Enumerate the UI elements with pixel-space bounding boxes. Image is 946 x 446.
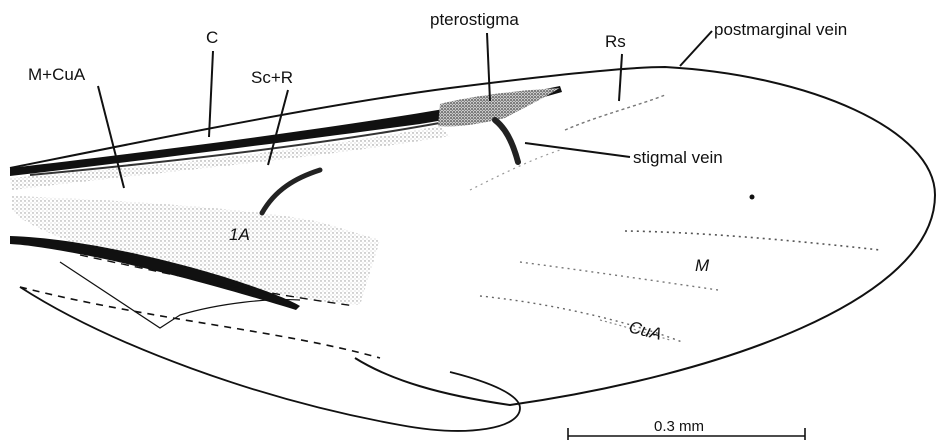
leader-rs <box>619 54 622 101</box>
label-postmarginal-vein: postmarginal vein <box>714 20 847 39</box>
hindwing-outline <box>20 287 520 431</box>
label-stigmal-vein: stigmal vein <box>633 148 723 167</box>
label-pterostigma: pterostigma <box>430 10 519 29</box>
subcostal-radial-vein <box>10 126 450 190</box>
leader-pterostigma <box>487 33 490 101</box>
label-m: M <box>695 256 710 275</box>
label-c: C <box>206 28 218 47</box>
label-cua: CuA <box>627 317 664 343</box>
label-rs: Rs <box>605 32 626 51</box>
rs-vein-faint <box>565 95 665 130</box>
label-m-cua: M+CuA <box>28 65 86 84</box>
m-vein-dotted-2 <box>520 262 718 290</box>
leader-stigmal <box>525 143 630 157</box>
m-vein-dotted <box>625 231 880 250</box>
basal-vein <box>262 170 320 213</box>
leader-c <box>209 51 213 137</box>
scale-bar-label: 0.3 mm <box>654 418 704 435</box>
stigmal-vein-path <box>495 120 518 162</box>
scale-bar: 0.3 mm <box>568 418 805 440</box>
wing-dot <box>750 195 755 200</box>
sc-r-dark-edge <box>30 122 445 175</box>
label-1a: 1A <box>229 225 250 244</box>
label-sc-r: Sc+R <box>251 68 293 87</box>
leader-postmarginal <box>680 31 712 66</box>
